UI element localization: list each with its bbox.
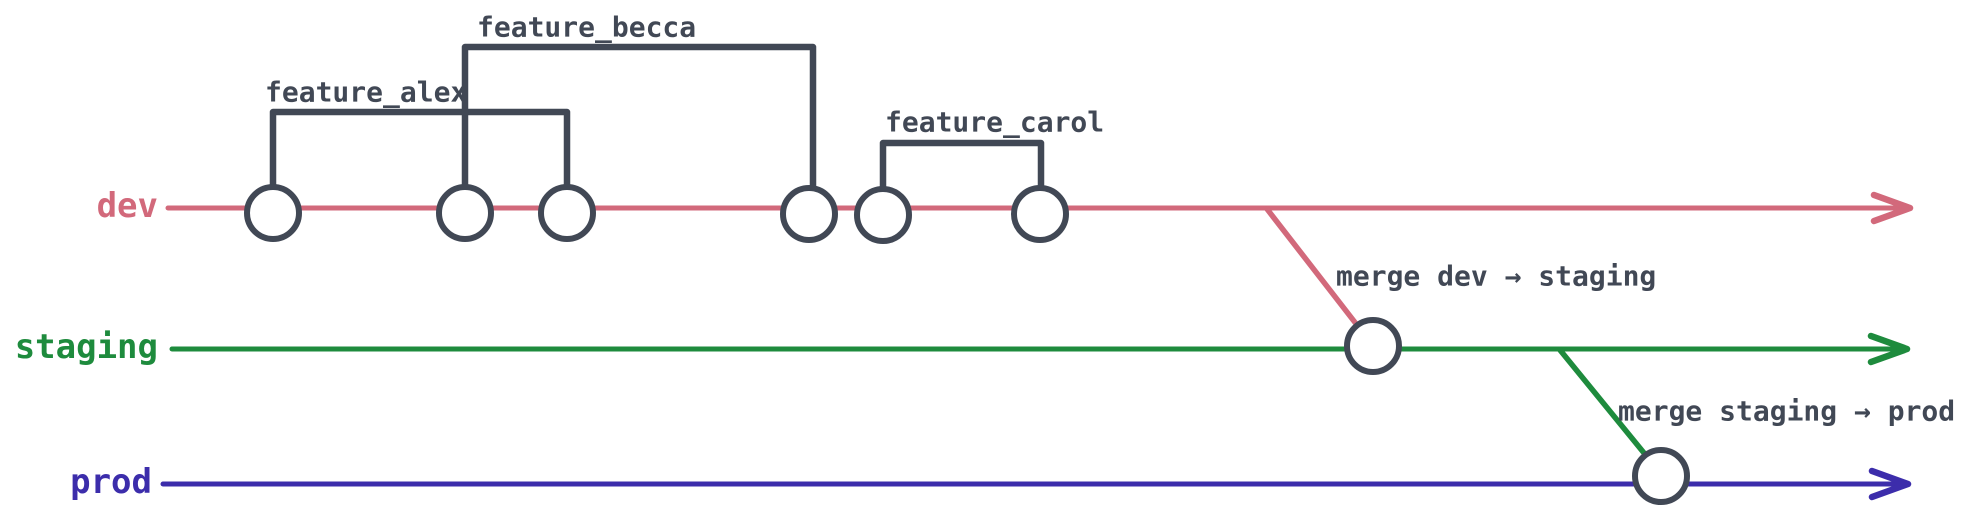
merge-line-0 [1264,206,1360,328]
commit-node-dev [538,184,596,242]
branch-arrowhead-prod [1868,467,1912,501]
feature-label-feature_carol: feature_carol [885,106,1104,139]
commit-node-prod [1632,447,1690,505]
commit-node-dev [780,185,838,243]
branch-label-dev: dev [97,186,158,226]
merge-line-1 [1557,347,1647,456]
branch-label-staging: staging [15,327,158,367]
commit-node-dev [854,186,912,244]
feature-bracket-feature_alex [269,108,571,195]
branch-arrowhead-staging [1867,332,1911,366]
feature-label-feature_becca: feature_becca [477,11,696,44]
branch-arrowhead-dev [1870,191,1914,225]
merge-label-1: merge staging → prod [1618,395,1955,428]
feature-label-feature_alex: feature_alex [265,76,467,109]
feature-bracket-feature_carol [879,139,1045,197]
commit-node-staging [1344,317,1402,375]
commit-node-dev [244,184,302,242]
commit-node-dev [1011,185,1069,243]
branch-label-prod: prod [70,462,152,502]
merge-label-0: merge dev → staging [1336,260,1656,293]
feature-bracket-feature_becca [461,43,817,195]
commit-node-dev [436,184,494,242]
